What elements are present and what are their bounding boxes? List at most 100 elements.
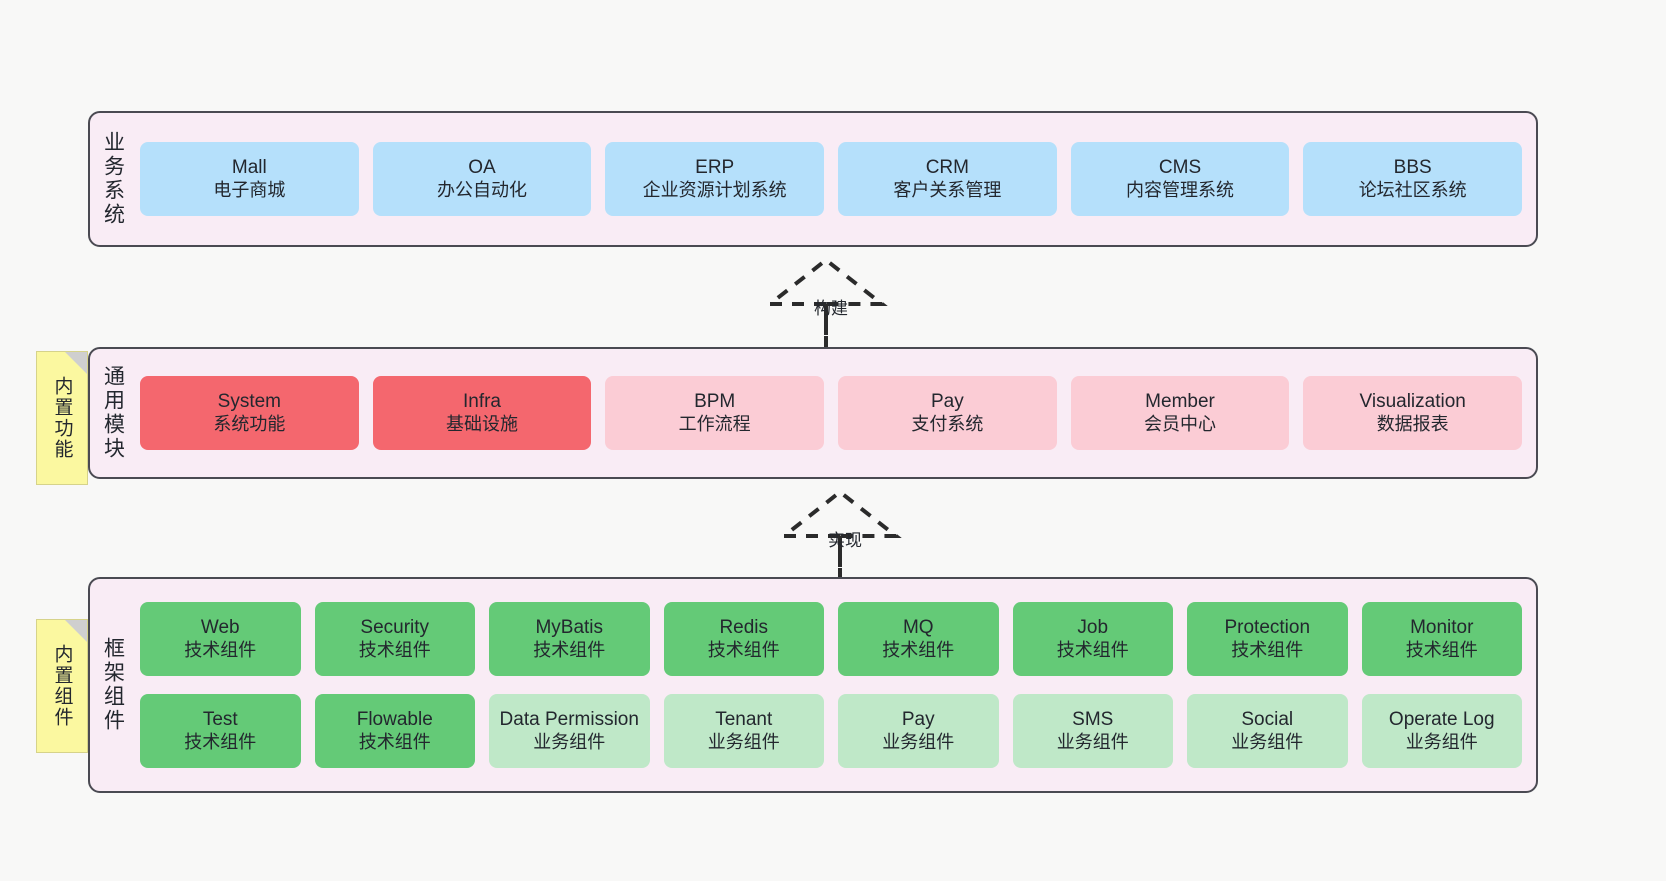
box-operate-log[interactable]: Operate Log 业务组件 bbox=[1361, 694, 1522, 768]
box-redis[interactable]: Redis 技术组件 bbox=[663, 602, 824, 676]
box-title: Data Permission bbox=[499, 709, 639, 731]
layer-common-module: 通用模块 System 系统功能 Infra 基础设施 BPM 工作流程 Pay… bbox=[88, 347, 1538, 479]
box-title: Tenant bbox=[715, 709, 773, 731]
common-module-row: System 系统功能 Infra 基础设施 BPM 工作流程 Pay 支付系统… bbox=[140, 376, 1523, 450]
box-subtitle: 系统功能 bbox=[213, 413, 286, 434]
box-title: SMS bbox=[1072, 709, 1114, 731]
box-title: Monitor bbox=[1410, 617, 1474, 639]
box-subtitle: 技术组件 bbox=[358, 639, 431, 660]
box-pay-business[interactable]: Pay 业务组件 bbox=[838, 694, 999, 768]
business-system-row: Mall 电子商城 OA 办公自动化 ERP 企业资源计划系统 CRM 客户关系… bbox=[140, 142, 1523, 216]
box-infra[interactable]: Infra 基础设施 bbox=[372, 376, 592, 450]
box-bpm[interactable]: BPM 工作流程 bbox=[605, 376, 825, 450]
note-builtin-feature: 内置功能 bbox=[36, 351, 88, 485]
box-subtitle: 技术组件 bbox=[1231, 639, 1304, 660]
box-subtitle: 技术组件 bbox=[184, 639, 257, 660]
box-subtitle: 业务组件 bbox=[882, 731, 955, 752]
box-subtitle: 业务组件 bbox=[533, 731, 606, 752]
box-subtitle: 企业资源计划系统 bbox=[642, 179, 787, 200]
connector-label: 构建 bbox=[814, 299, 848, 318]
box-security[interactable]: Security 技术组件 bbox=[314, 602, 475, 676]
box-title: MyBatis bbox=[535, 617, 604, 639]
box-monitor[interactable]: Monitor 技术组件 bbox=[1361, 602, 1522, 676]
box-title: Visualization bbox=[1359, 391, 1466, 413]
note-fold-corner-icon bbox=[65, 352, 87, 374]
box-subtitle: 工作流程 bbox=[678, 413, 751, 434]
box-title: Mall bbox=[231, 157, 267, 179]
box-sms[interactable]: SMS 业务组件 bbox=[1012, 694, 1173, 768]
box-mybatis[interactable]: MyBatis 技术组件 bbox=[489, 602, 650, 676]
box-subtitle: 业务组件 bbox=[1056, 731, 1129, 752]
box-subtitle: 技术组件 bbox=[358, 731, 431, 752]
box-subtitle: 基础设施 bbox=[446, 413, 518, 434]
box-crm[interactable]: CRM 客户关系管理 bbox=[838, 142, 1057, 216]
box-job[interactable]: Job 技术组件 bbox=[1012, 602, 1173, 676]
box-title: BBS bbox=[1393, 157, 1432, 179]
box-subtitle: 论坛社区系统 bbox=[1358, 179, 1467, 200]
box-data-permission[interactable]: Data Permission 业务组件 bbox=[489, 694, 650, 768]
layer-body-common-module: System 系统功能 Infra 基础设施 BPM 工作流程 Pay 支付系统… bbox=[136, 349, 1536, 477]
box-title: Operate Log bbox=[1388, 709, 1495, 731]
box-flowable[interactable]: Flowable 技术组件 bbox=[314, 694, 475, 768]
note-fold-corner-icon bbox=[65, 620, 87, 642]
connector-build: 构建 bbox=[752, 256, 922, 348]
box-cms[interactable]: CMS 内容管理系统 bbox=[1070, 142, 1290, 216]
box-mall[interactable]: Mall 电子商城 bbox=[140, 142, 359, 216]
box-title: Test bbox=[202, 709, 238, 731]
box-title: BPM bbox=[694, 391, 736, 413]
generalization-arrow-icon bbox=[764, 257, 888, 348]
box-erp[interactable]: ERP 企业资源计划系统 bbox=[605, 142, 825, 216]
framework-business-row: Test 技术组件 Flowable 技术组件 Data Permission … bbox=[140, 694, 1522, 768]
box-subtitle: 技术组件 bbox=[707, 639, 780, 660]
box-test[interactable]: Test 技术组件 bbox=[140, 694, 301, 768]
box-title: Web bbox=[200, 617, 240, 639]
box-system[interactable]: System 系统功能 bbox=[140, 376, 359, 450]
box-protection[interactable]: Protection 技术组件 bbox=[1187, 602, 1348, 676]
layer-title-common-module: 通用模块 bbox=[101, 365, 125, 461]
box-title: OA bbox=[468, 157, 496, 179]
framework-tech-row: Web 技术组件 Security 技术组件 MyBatis 技术组件 Redi… bbox=[140, 602, 1522, 676]
box-subtitle: 会员中心 bbox=[1144, 413, 1217, 434]
box-title: System bbox=[217, 391, 282, 413]
box-pay[interactable]: Pay 支付系统 bbox=[838, 376, 1057, 450]
box-visualization[interactable]: Visualization 数据报表 bbox=[1303, 376, 1523, 450]
box-subtitle: 技术组件 bbox=[184, 731, 257, 752]
box-subtitle: 业务组件 bbox=[1405, 731, 1478, 752]
box-title: Redis bbox=[719, 617, 769, 639]
box-title: CMS bbox=[1158, 157, 1202, 179]
box-title: Member bbox=[1145, 391, 1215, 413]
box-member[interactable]: Member 会员中心 bbox=[1070, 376, 1290, 450]
box-title: Job bbox=[1077, 617, 1109, 639]
box-mq[interactable]: MQ 技术组件 bbox=[838, 602, 999, 676]
box-oa[interactable]: OA 办公自动化 bbox=[372, 142, 592, 216]
box-title: CRM bbox=[925, 157, 969, 179]
box-subtitle: 数据报表 bbox=[1376, 413, 1449, 434]
box-subtitle: 电子商城 bbox=[213, 179, 286, 200]
layer-title-business-system: 业务系统 bbox=[101, 131, 125, 227]
box-subtitle: 办公自动化 bbox=[437, 179, 527, 200]
layer-body-framework-component: Web 技术组件 Security 技术组件 MyBatis 技术组件 Redi… bbox=[136, 579, 1536, 791]
box-subtitle: 技术组件 bbox=[1405, 639, 1478, 660]
box-subtitle: 业务组件 bbox=[707, 731, 780, 752]
box-title: MQ bbox=[902, 617, 934, 639]
box-title: Security bbox=[360, 617, 430, 639]
box-title: Pay bbox=[901, 709, 935, 731]
box-subtitle: 技术组件 bbox=[533, 639, 606, 660]
box-subtitle: 客户关系管理 bbox=[893, 179, 1002, 200]
layer-body-business-system: Mall 电子商城 OA 办公自动化 ERP 企业资源计划系统 CRM 客户关系… bbox=[136, 113, 1536, 245]
box-subtitle: 技术组件 bbox=[1056, 639, 1129, 660]
box-bbs[interactable]: BBS 论坛社区系统 bbox=[1303, 142, 1523, 216]
layer-business-system: 业务系统 Mall 电子商城 OA 办公自动化 ERP 企业资源计划系统 CRM… bbox=[88, 111, 1538, 247]
box-title: Infra bbox=[462, 391, 502, 413]
box-subtitle: 内容管理系统 bbox=[1126, 179, 1235, 200]
box-title: Pay bbox=[930, 391, 964, 413]
connector-implement: 实现 bbox=[766, 488, 936, 580]
box-social[interactable]: Social 业务组件 bbox=[1187, 694, 1348, 768]
box-title: Protection bbox=[1224, 617, 1311, 639]
box-tenant[interactable]: Tenant 业务组件 bbox=[663, 694, 824, 768]
layer-framework-component: 框架组件 Web 技术组件 Security 技术组件 MyBatis 技术组件… bbox=[88, 577, 1538, 793]
box-web[interactable]: Web 技术组件 bbox=[140, 602, 301, 676]
box-title: ERP bbox=[695, 157, 735, 179]
note-label: 内置功能 bbox=[51, 376, 73, 460]
